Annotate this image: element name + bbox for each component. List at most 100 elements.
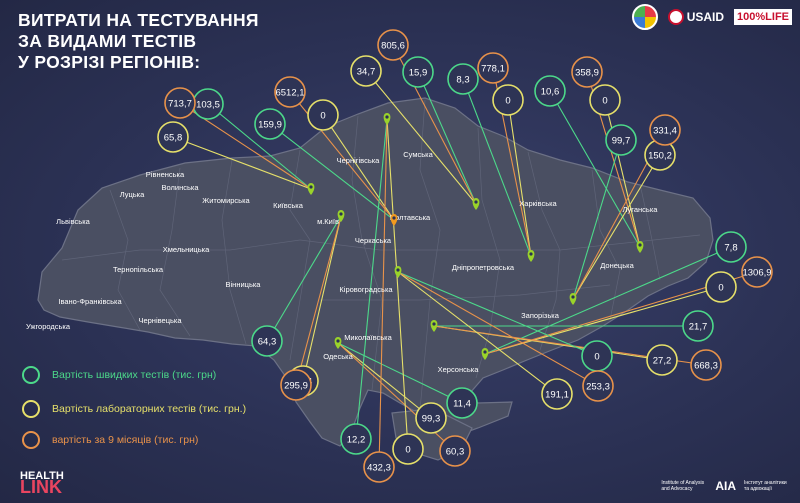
- place-label: Тернопільська: [113, 265, 164, 274]
- value-label-lab: 191,1: [545, 390, 569, 401]
- value-circle-rapid: 15,9: [402, 56, 434, 88]
- value-label-total: 331,4: [653, 126, 677, 137]
- value-label-rapid: 10,6: [541, 87, 560, 98]
- value-circle-rapid: 11,4: [446, 387, 478, 419]
- value-label-total: 713,7: [168, 99, 192, 110]
- value-ring: [477, 52, 509, 84]
- value-ring: [582, 370, 614, 402]
- value-label-rapid: 11,4: [453, 399, 471, 410]
- value-ring: [274, 76, 306, 108]
- legend-item-total: вартість за 9 місяців (тис. грн): [22, 431, 198, 449]
- usaid-seal-icon: [667, 9, 684, 25]
- pin-dot: [392, 216, 396, 220]
- value-ring: [254, 108, 286, 140]
- connector-line-rapid: [355, 118, 388, 440]
- place-label: Одеська: [323, 352, 353, 361]
- value-circle-lab: 191,1: [541, 378, 573, 410]
- place-label: Львівська: [56, 217, 90, 226]
- value-circle-rapid: 21,7: [682, 310, 714, 342]
- value-circle-total: 6512,1: [274, 76, 306, 108]
- place-label: Полтавська: [390, 213, 431, 222]
- map-pin-icon: [430, 320, 438, 332]
- pin-dot: [385, 115, 389, 119]
- connector-line-lab: [397, 271, 558, 395]
- place-label: Херсонська: [438, 365, 480, 374]
- value-circle-total: 668,3: [690, 349, 722, 381]
- place-label: Чернігівська: [337, 156, 381, 165]
- value-ring: [715, 231, 747, 263]
- legend-item-lab: Вартість лабораторних тестів (тис. грн.): [22, 400, 246, 418]
- value-ring: [251, 325, 283, 357]
- connector-line-lab: [604, 99, 641, 248]
- title-line-1: ВИТРАТИ НА ТЕСТУВАННЯ: [18, 10, 259, 30]
- value-circle-lab: 65,8: [157, 121, 189, 153]
- value-label-lab: 0: [602, 96, 607, 107]
- value-label-rapid: 99,7: [612, 136, 631, 147]
- place-label: Житомирська: [202, 196, 250, 205]
- value-ring: [690, 349, 722, 381]
- map-pin-icon: [334, 337, 342, 349]
- value-label-lab: 0: [405, 445, 410, 456]
- value-label-lab: 99,3: [422, 414, 441, 425]
- connector-line-lab: [386, 118, 409, 450]
- value-label-lab: 0: [505, 96, 510, 107]
- oblast-borders: [61, 99, 701, 411]
- value-ring: [589, 84, 621, 116]
- connector-line-total: [295, 215, 342, 386]
- value-label-total: 778,1: [481, 64, 505, 75]
- map-pin-icon: [337, 210, 345, 222]
- place-label: Чернівецька: [138, 316, 182, 325]
- title-line-3: У РОЗРІЗІ РЕГІОНІВ:: [18, 52, 201, 72]
- place-label: Київська: [273, 201, 304, 210]
- value-circle-rapid: 8,3: [447, 63, 479, 95]
- value-circle-total: 331,4: [649, 114, 681, 146]
- value-ring: [164, 87, 196, 119]
- value-circle-rapid: 10,6: [534, 75, 566, 107]
- value-label-rapid: 15,9: [409, 68, 428, 79]
- value-ring: [350, 55, 382, 87]
- connector-line-lab: [337, 342, 432, 419]
- pin-dot: [474, 200, 478, 204]
- place-label: Кіровоградська: [339, 285, 393, 294]
- value-label-total: 358,9: [575, 68, 599, 79]
- value-label-lab: 34,7: [357, 67, 376, 78]
- value-label-rapid: 103,5: [196, 100, 220, 111]
- value-ring: [646, 344, 678, 376]
- aia-logo-icon: AIA: [715, 479, 736, 493]
- connector-line-rapid: [397, 271, 598, 357]
- map-pin-icon: [527, 250, 535, 262]
- connector-line-lab: [484, 286, 722, 355]
- map-pin-icon: [569, 293, 577, 305]
- value-ring: [392, 433, 424, 465]
- value-ring: [280, 369, 312, 401]
- value-label-rapid: 0: [594, 352, 599, 363]
- pin-dot: [571, 295, 575, 299]
- place-label: Миколаївська: [344, 333, 392, 342]
- connector-line-lab: [322, 114, 395, 221]
- connector-line-rapid: [269, 123, 395, 221]
- value-circle-rapid: 0: [581, 340, 613, 372]
- value-ring: [605, 124, 637, 156]
- connector-line-lab: [302, 215, 342, 382]
- place-label: Луцька: [120, 190, 145, 199]
- place-label: м.Київ: [317, 217, 339, 226]
- connector-line-rapid: [484, 246, 732, 355]
- place-label: Вінницька: [226, 280, 262, 289]
- value-ring: [741, 256, 773, 288]
- connector-line-lab: [507, 99, 532, 257]
- value-label-total: 668,3: [694, 361, 718, 372]
- title-line-2: ЗА ВИДАМИ ТЕСТІВ: [18, 31, 197, 51]
- value-ring: [340, 423, 372, 455]
- value-ring: [705, 271, 737, 303]
- value-label-lab: 150,2: [648, 151, 672, 162]
- value-label-rapid: 159,9: [258, 120, 282, 131]
- value-label-lab: 27,2: [653, 356, 672, 367]
- connector-line-total: [397, 271, 599, 387]
- value-circle-lab: 0: [589, 84, 621, 116]
- value-label-total: 295,9: [284, 381, 308, 392]
- legend-ring-green-icon: [22, 366, 40, 384]
- value-circle-lab: 0: [307, 99, 339, 131]
- value-circle-rapid: 103,5: [192, 88, 224, 120]
- pin-dot: [483, 350, 487, 354]
